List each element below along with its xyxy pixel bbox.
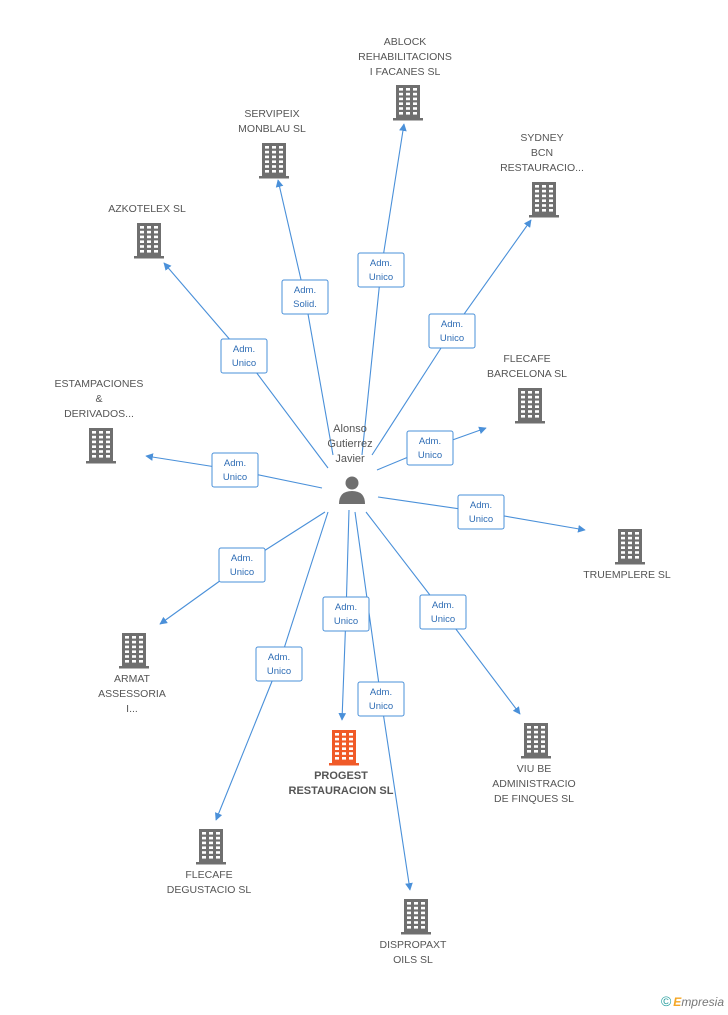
svg-text:Adm.Unico: Adm.Unico <box>232 344 256 369</box>
svg-text:Adm.Unico: Adm.Unico <box>440 319 464 344</box>
role-badge-flecafe-bcn[interactable]: Adm.Unico <box>406 430 454 466</box>
svg-text:Adm.Unico: Adm.Unico <box>334 602 358 627</box>
edge-servipeix <box>275 179 334 456</box>
building-icon[interactable] <box>515 388 545 424</box>
svg-text:Adm.Unico: Adm.Unico <box>267 652 291 677</box>
building-icon[interactable] <box>196 829 226 865</box>
building-icon[interactable] <box>119 633 149 669</box>
role-badge-ablock[interactable]: Adm.Unico <box>357 252 405 288</box>
building-icon[interactable] <box>134 223 164 259</box>
svg-text:Adm.Unico: Adm.Unico <box>230 553 254 578</box>
company-label-estampaciones[interactable]: ESTAMPACIONES&DERIVADOS... <box>55 378 144 420</box>
svg-text:Adm.Unico: Adm.Unico <box>369 687 393 712</box>
svg-text:Adm.Unico: Adm.Unico <box>418 436 442 461</box>
role-badge-servipeix[interactable]: Adm.Solid. <box>281 279 329 315</box>
svg-text:Adm.Unico: Adm.Unico <box>369 258 393 283</box>
edge-ablock <box>361 123 407 456</box>
building-icon[interactable] <box>393 85 423 121</box>
svg-text:Adm.Unico: Adm.Unico <box>223 458 247 483</box>
role-badge-dispropaxt[interactable]: Adm.Unico <box>357 681 405 717</box>
building-icon[interactable] <box>259 143 289 179</box>
brand-name: mpresia <box>681 995 724 1009</box>
svg-text:Adm.Unico: Adm.Unico <box>469 500 493 525</box>
building-icon[interactable] <box>615 529 645 565</box>
role-badge-azkotelex[interactable]: Adm.Unico <box>220 338 268 374</box>
company-label-azkotelex[interactable]: AZKOTELEX SL <box>108 203 186 215</box>
copyright-symbol: © <box>660 993 672 1009</box>
building-icon[interactable] <box>86 428 116 464</box>
role-badge-viu-be[interactable]: Adm.Unico <box>419 594 467 630</box>
person-icon[interactable] <box>339 476 365 505</box>
brand-initial: E <box>673 995 682 1009</box>
role-badge-truemplere[interactable]: Adm.Unico <box>457 494 505 530</box>
brand-footer: ©Empresia <box>661 993 724 1009</box>
roles-layer: Adm.UnicoAdm.Solid.Adm.UnicoAdm.UnicoAdm… <box>211 252 505 717</box>
role-badge-progest[interactable]: Adm.Unico <box>322 596 370 632</box>
focus-building-icon[interactable] <box>329 730 359 766</box>
role-badge-armat[interactable]: Adm.Unico <box>218 547 266 583</box>
svg-text:Adm.Unico: Adm.Unico <box>431 600 455 625</box>
svg-text:Adm.Solid.: Adm.Solid. <box>293 285 317 310</box>
building-icon[interactable] <box>521 723 551 759</box>
role-badge-estampaciones[interactable]: Adm.Unico <box>211 452 259 488</box>
company-label-truemplere[interactable]: TRUEMPLERE SL <box>583 569 671 581</box>
building-icon[interactable] <box>529 182 559 218</box>
role-badge-flecafe-deg[interactable]: Adm.Unico <box>255 646 303 682</box>
building-icon[interactable] <box>401 899 431 935</box>
role-badge-sydney[interactable]: Adm.Unico <box>428 313 476 349</box>
